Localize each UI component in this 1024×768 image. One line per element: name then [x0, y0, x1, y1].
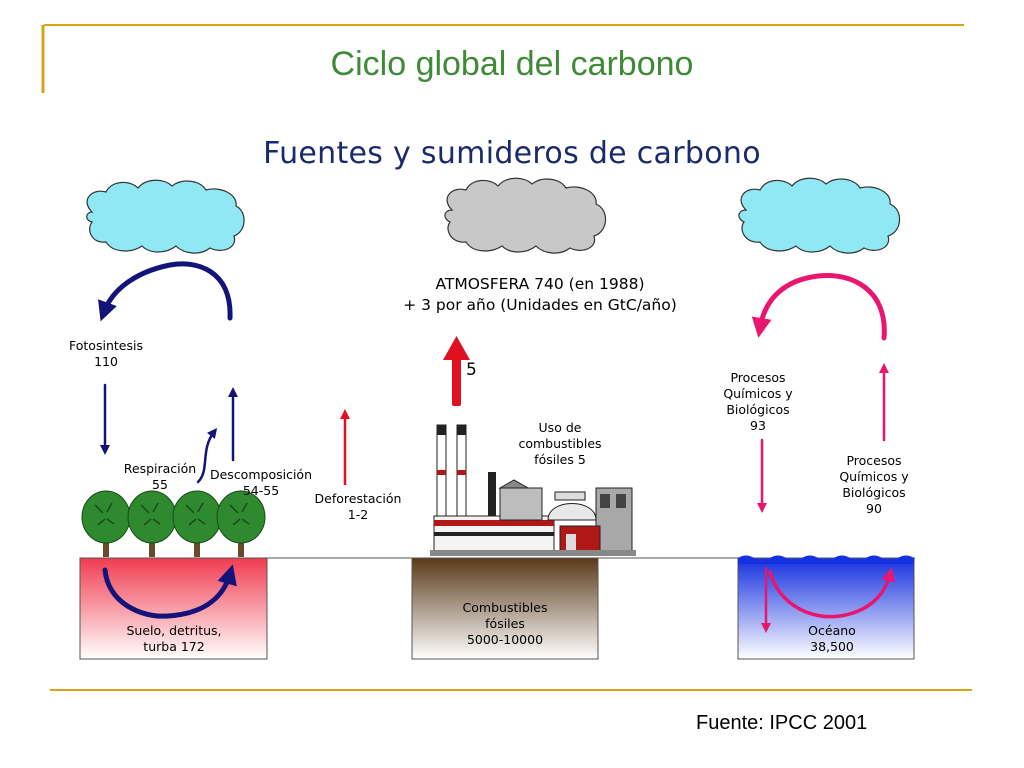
ocean-uptake-line-2: Químicos y	[723, 386, 793, 401]
ocean-reservoir-value: 38,500	[810, 639, 854, 654]
slide-frame	[41, 24, 972, 691]
decomposition-value: 54-55	[242, 483, 280, 498]
tree-3	[172, 490, 222, 557]
atmosphere-line-1: ATMOSFERA 740 (en 1988)	[435, 275, 645, 293]
soil-label: Suelo, detritus, turba 172	[96, 623, 252, 655]
tree-2	[127, 490, 177, 557]
cloud-center	[444, 177, 607, 254]
photosynthesis-value: 110	[94, 354, 118, 369]
cloud-right	[738, 177, 901, 254]
tree-4	[216, 490, 266, 557]
fossil-reserve-label: Combustibles fósiles 5000-10000	[445, 600, 565, 648]
fossil-use-line-2: combustibles	[518, 436, 602, 451]
deforestation-name: Deforestación	[314, 491, 402, 506]
forest-trees	[81, 490, 266, 557]
ocean-release-value: 90	[866, 501, 882, 516]
ocean-release-line-2: Químicos y	[839, 469, 909, 484]
fossil-emission-arrow	[443, 336, 470, 406]
fossil-reservoir	[411, 557, 599, 660]
fossil-use-line-1: Uso de	[538, 420, 582, 435]
ocean-release-label: Procesos Químicos y Biológicos 90	[822, 453, 926, 517]
ocean-internal-arrows	[761, 566, 896, 633]
decomposition-name: Descomposición	[209, 467, 312, 482]
slide-title: Ciclo global del carbono	[330, 45, 694, 83]
ocean-flux-arrows	[751, 272, 889, 513]
soil-cycle-arrow-overlay	[102, 564, 237, 619]
respiration-name: Respiración	[123, 461, 197, 476]
ocean-uptake-value: 93	[750, 418, 766, 433]
slide-subtitle: Fuentes y sumideros de carbono	[263, 136, 761, 171]
cloud-left	[86, 179, 245, 254]
ocean-release-line-3: Biológicos	[842, 485, 906, 500]
fossil-emission-value: 5	[466, 360, 477, 380]
ocean-uptake-line-1: Procesos	[730, 370, 786, 385]
atmosphere-line-2: + 3 por año (Unidades en GtC/año)	[403, 296, 677, 314]
deforestation-label: Deforestación 1-2	[305, 491, 411, 523]
photosynthesis-label: Fotosintesis 110	[58, 338, 154, 370]
tree-1	[81, 490, 131, 557]
source-citation: Fuente: IPCC 2001	[696, 712, 868, 734]
respiration-arrow	[196, 428, 218, 484]
respiration-value: 55	[152, 477, 168, 492]
soil-line-1: Suelo, detritus,	[126, 623, 222, 638]
atmosphere-label: ATMOSFERA 740 (en 1988) + 3 por año (Uni…	[372, 274, 708, 316]
deforestation-value: 1-2	[347, 507, 369, 522]
ocean-release-line-1: Procesos	[846, 453, 902, 468]
decomposition-label: Descomposición 54-55	[205, 467, 317, 499]
ocean-reservoir-label: Océano 38,500	[780, 623, 884, 655]
ocean-cycle-arc-arrow	[751, 272, 887, 341]
fossil-reserve-line-3: 5000-10000	[466, 632, 544, 647]
ocean-uptake-label: Procesos Químicos y Biológicos 93	[706, 370, 810, 434]
ocean-uptake-line-3: Biológicos	[726, 402, 790, 417]
photosynthesis-name: Fotosintesis	[69, 338, 143, 353]
respiration-label: Respiración 55	[114, 461, 206, 493]
factory-illustration	[430, 424, 636, 556]
fossil-use-line-3: fósiles 5	[534, 452, 586, 467]
fossil-reserve-line-1: Combustibles	[462, 600, 548, 615]
ocean-reservoir-name: Océano	[808, 623, 856, 638]
land-cycle-arc-arrow	[98, 261, 233, 322]
soil-line-2: turba 172	[143, 639, 205, 654]
fossil-use-label: Uso de combustibles fósiles 5	[505, 420, 615, 468]
fossil-reserve-line-2: fósiles	[485, 616, 525, 631]
